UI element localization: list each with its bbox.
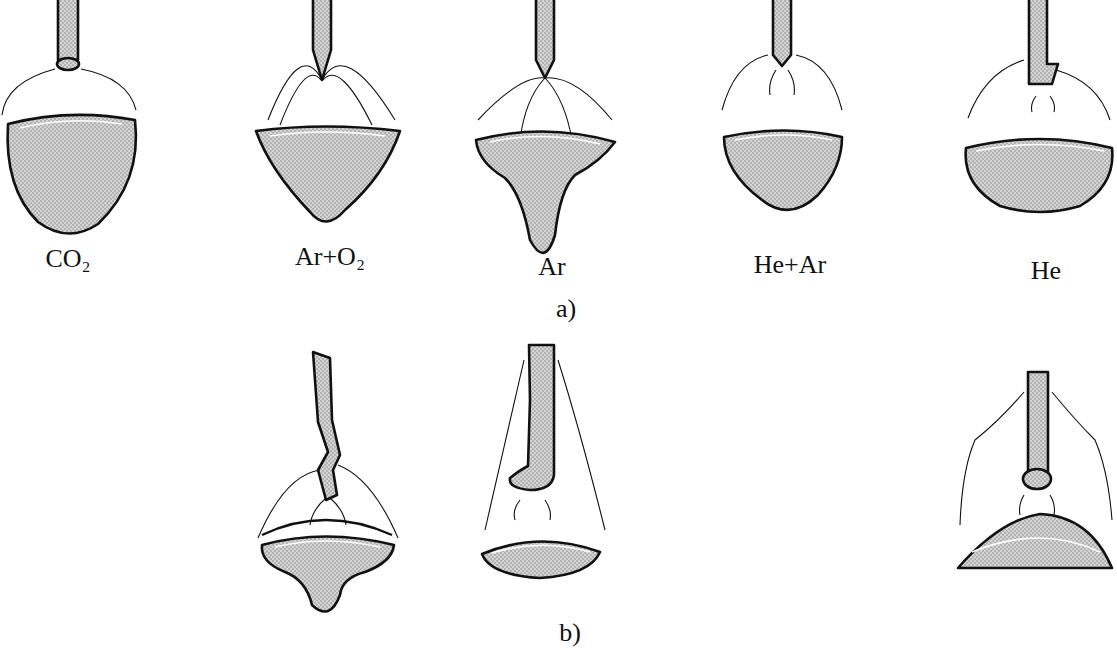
- gas-label: Ar: [538, 254, 565, 280]
- pool-highlight: [490, 136, 600, 144]
- gas-label: He: [1031, 258, 1061, 284]
- weld-pool: [966, 139, 1113, 212]
- electrode-wire: [510, 345, 554, 490]
- droplet: [57, 58, 79, 70]
- arc-outline: [258, 465, 398, 538]
- arc-outline: [2, 69, 136, 115]
- pool-highlight: [492, 545, 590, 553]
- he-ar-arc: [722, 0, 842, 210]
- co2-arc: [2, 0, 136, 234]
- gas-label: Ar+O₂: [295, 244, 365, 270]
- droplet: [1023, 469, 1051, 489]
- weld-pool: [724, 131, 842, 210]
- arc-outline: [485, 360, 605, 530]
- pool-highlight: [976, 145, 1104, 152]
- he-arc: [966, 0, 1113, 212]
- b-globular-arc: [958, 372, 1112, 568]
- subfigure-label: a): [556, 296, 576, 322]
- arc-outline: [268, 66, 395, 125]
- pool-highlight: [270, 132, 385, 136]
- pool-highlight: [735, 135, 832, 140]
- b-pointed-arc: [258, 352, 398, 612]
- arc-outline: [960, 392, 1112, 525]
- electrode-wire: [773, 0, 791, 66]
- electrode-wire: [1028, 372, 1048, 472]
- electrode-wire: [536, 0, 554, 78]
- pool-rim: [262, 520, 392, 535]
- electrode-wire: [58, 0, 78, 60]
- arc-outline: [968, 60, 1110, 120]
- gas-label: CO₂: [45, 246, 90, 272]
- electrode-wire: [1029, 0, 1058, 84]
- weld-pool: [256, 127, 400, 222]
- pool-highlight: [972, 538, 1100, 552]
- weld-pool: [482, 541, 600, 578]
- weld-pool: [262, 537, 394, 612]
- arc-outline: [722, 55, 842, 110]
- weld-pool: [958, 514, 1112, 568]
- ar-arc: [476, 0, 615, 253]
- electrode-wire: [313, 0, 331, 80]
- b-repelled-arc: [482, 345, 605, 578]
- weld-pool: [8, 115, 136, 234]
- weld-pool: [476, 131, 615, 252]
- pool-highlight: [275, 541, 380, 547]
- subfigure-label: b): [559, 620, 581, 646]
- ar-o2-arc: [256, 0, 400, 222]
- gas-label: He+Ar: [754, 252, 826, 278]
- pool-highlight: [20, 121, 122, 128]
- electrode-wire: [313, 352, 340, 500]
